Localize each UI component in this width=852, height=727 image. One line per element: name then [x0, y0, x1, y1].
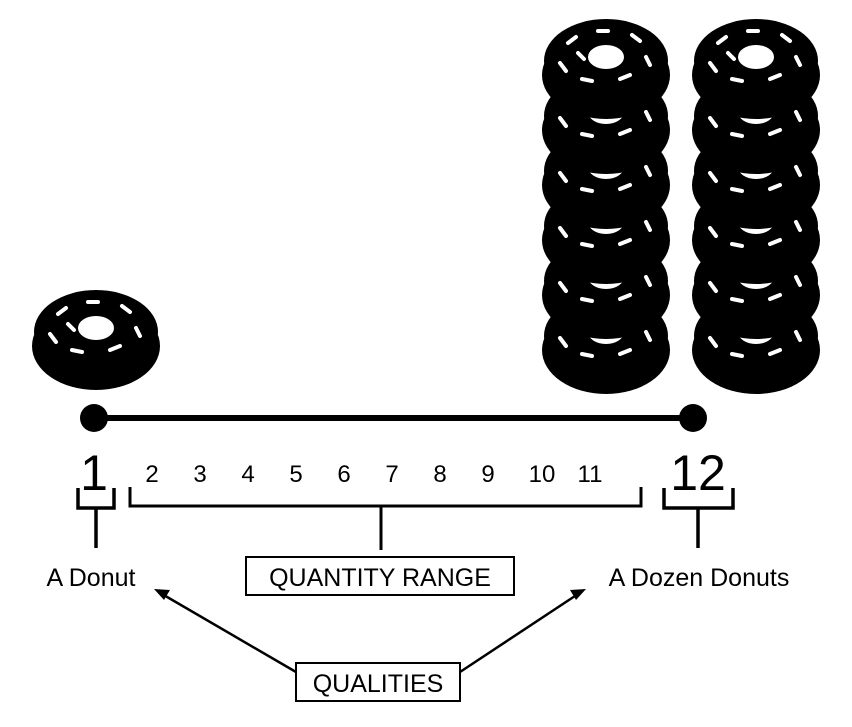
quantity-range-label: QUANTITY RANGE	[269, 564, 491, 592]
scale-number: 9	[481, 461, 494, 488]
arrow-to-dozen	[459, 592, 579, 674]
scale-end-dot	[679, 404, 707, 432]
scale-number: 2	[145, 461, 158, 488]
donut-icon	[30, 288, 162, 392]
bracket-quantity-range	[128, 487, 643, 550]
qualities-label: QUALITIES	[313, 670, 444, 698]
scale-number: 11	[578, 461, 603, 488]
arrow-to-single	[161, 592, 297, 674]
label-dozen: A Dozen Donuts	[609, 564, 790, 592]
scale-number: 3	[193, 461, 206, 488]
scale-number: 4	[241, 461, 254, 488]
donut-icon	[690, 17, 822, 121]
qualities-box	[295, 662, 461, 702]
scale-number: 7	[385, 461, 398, 488]
donut-icon	[540, 17, 672, 121]
scale-start-number: 1	[80, 445, 108, 501]
bracket-dozen	[662, 488, 735, 548]
scale-number: 5	[289, 461, 302, 488]
arrowhead-dozen	[570, 589, 586, 600]
bracket-single	[76, 488, 116, 548]
scale-number: 10	[529, 461, 556, 488]
quantity-range-box	[245, 556, 515, 596]
label-single: A Donut	[47, 564, 136, 592]
middle-numbers: 2 3 4 5 6 7 8 9 10 11	[145, 461, 602, 488]
arrowhead-single	[154, 589, 170, 600]
scale-number: 8	[433, 461, 446, 488]
scale-end-number: 12	[670, 445, 726, 501]
donut-stack-right	[690, 17, 822, 396]
donut-stack-left	[540, 17, 672, 396]
scale-start-dot	[80, 404, 108, 432]
scale-number: 6	[337, 461, 350, 488]
